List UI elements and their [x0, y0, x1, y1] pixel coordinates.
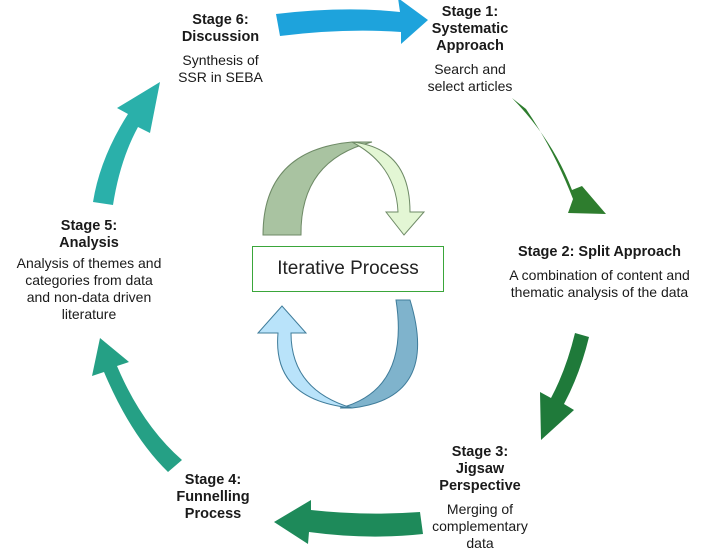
stage-5-description: Analysis of themes and categories from d…	[16, 255, 162, 322]
stage-3-description: Merging of complementary data	[432, 501, 528, 551]
loop-bottom-front-arrow	[256, 305, 353, 409]
stage-2: Stage 2: Split Approach A combination of…	[490, 244, 709, 301]
iterative-process-label: Iterative Process	[252, 246, 444, 292]
stage-5: Stage 5: Analysis Analysis of themes and…	[0, 218, 178, 323]
loop-top-front-arrow	[351, 141, 426, 236]
stage-3: Stage 3: Jigsaw Perspective Merging of c…	[420, 444, 540, 552]
stage-3-title: Stage 3: Jigsaw Perspective	[439, 444, 521, 494]
loop-bottom-back-band	[339, 299, 419, 409]
stage-6: Stage 6: Discussion Synthesis of SSR in …	[158, 12, 283, 86]
arrow-stage1-to-stage2	[512, 98, 606, 214]
arrow-stage4-to-stage5	[92, 338, 182, 472]
arrow-stage3-to-stage4	[274, 500, 423, 544]
stage-2-description: A combination of content and thematic an…	[509, 267, 690, 300]
arrow-stage6-to-stage1	[276, 0, 428, 44]
stage-6-description: Synthesis of SSR in SEBA	[178, 52, 263, 85]
stage-1-title: Stage 1: Systematic Approach	[431, 4, 509, 54]
arrow-stage2-to-stage3	[540, 333, 589, 440]
stage-4-title: Stage 4: Funnelling Process	[176, 472, 250, 522]
stage-1-description: Search and select articles	[427, 61, 513, 94]
stage-5-title: Stage 5: Analysis	[59, 218, 119, 251]
stage-4: Stage 4: Funnelling Process	[158, 472, 268, 523]
loop-top-back-band	[262, 141, 373, 236]
arrow-stage5-to-stage6	[93, 82, 160, 205]
stage-2-title: Stage 2: Split Approach	[517, 244, 681, 260]
stage-6-title: Stage 6: Discussion	[181, 12, 260, 45]
stage-1: Stage 1: Systematic Approach Search and …	[405, 4, 535, 95]
